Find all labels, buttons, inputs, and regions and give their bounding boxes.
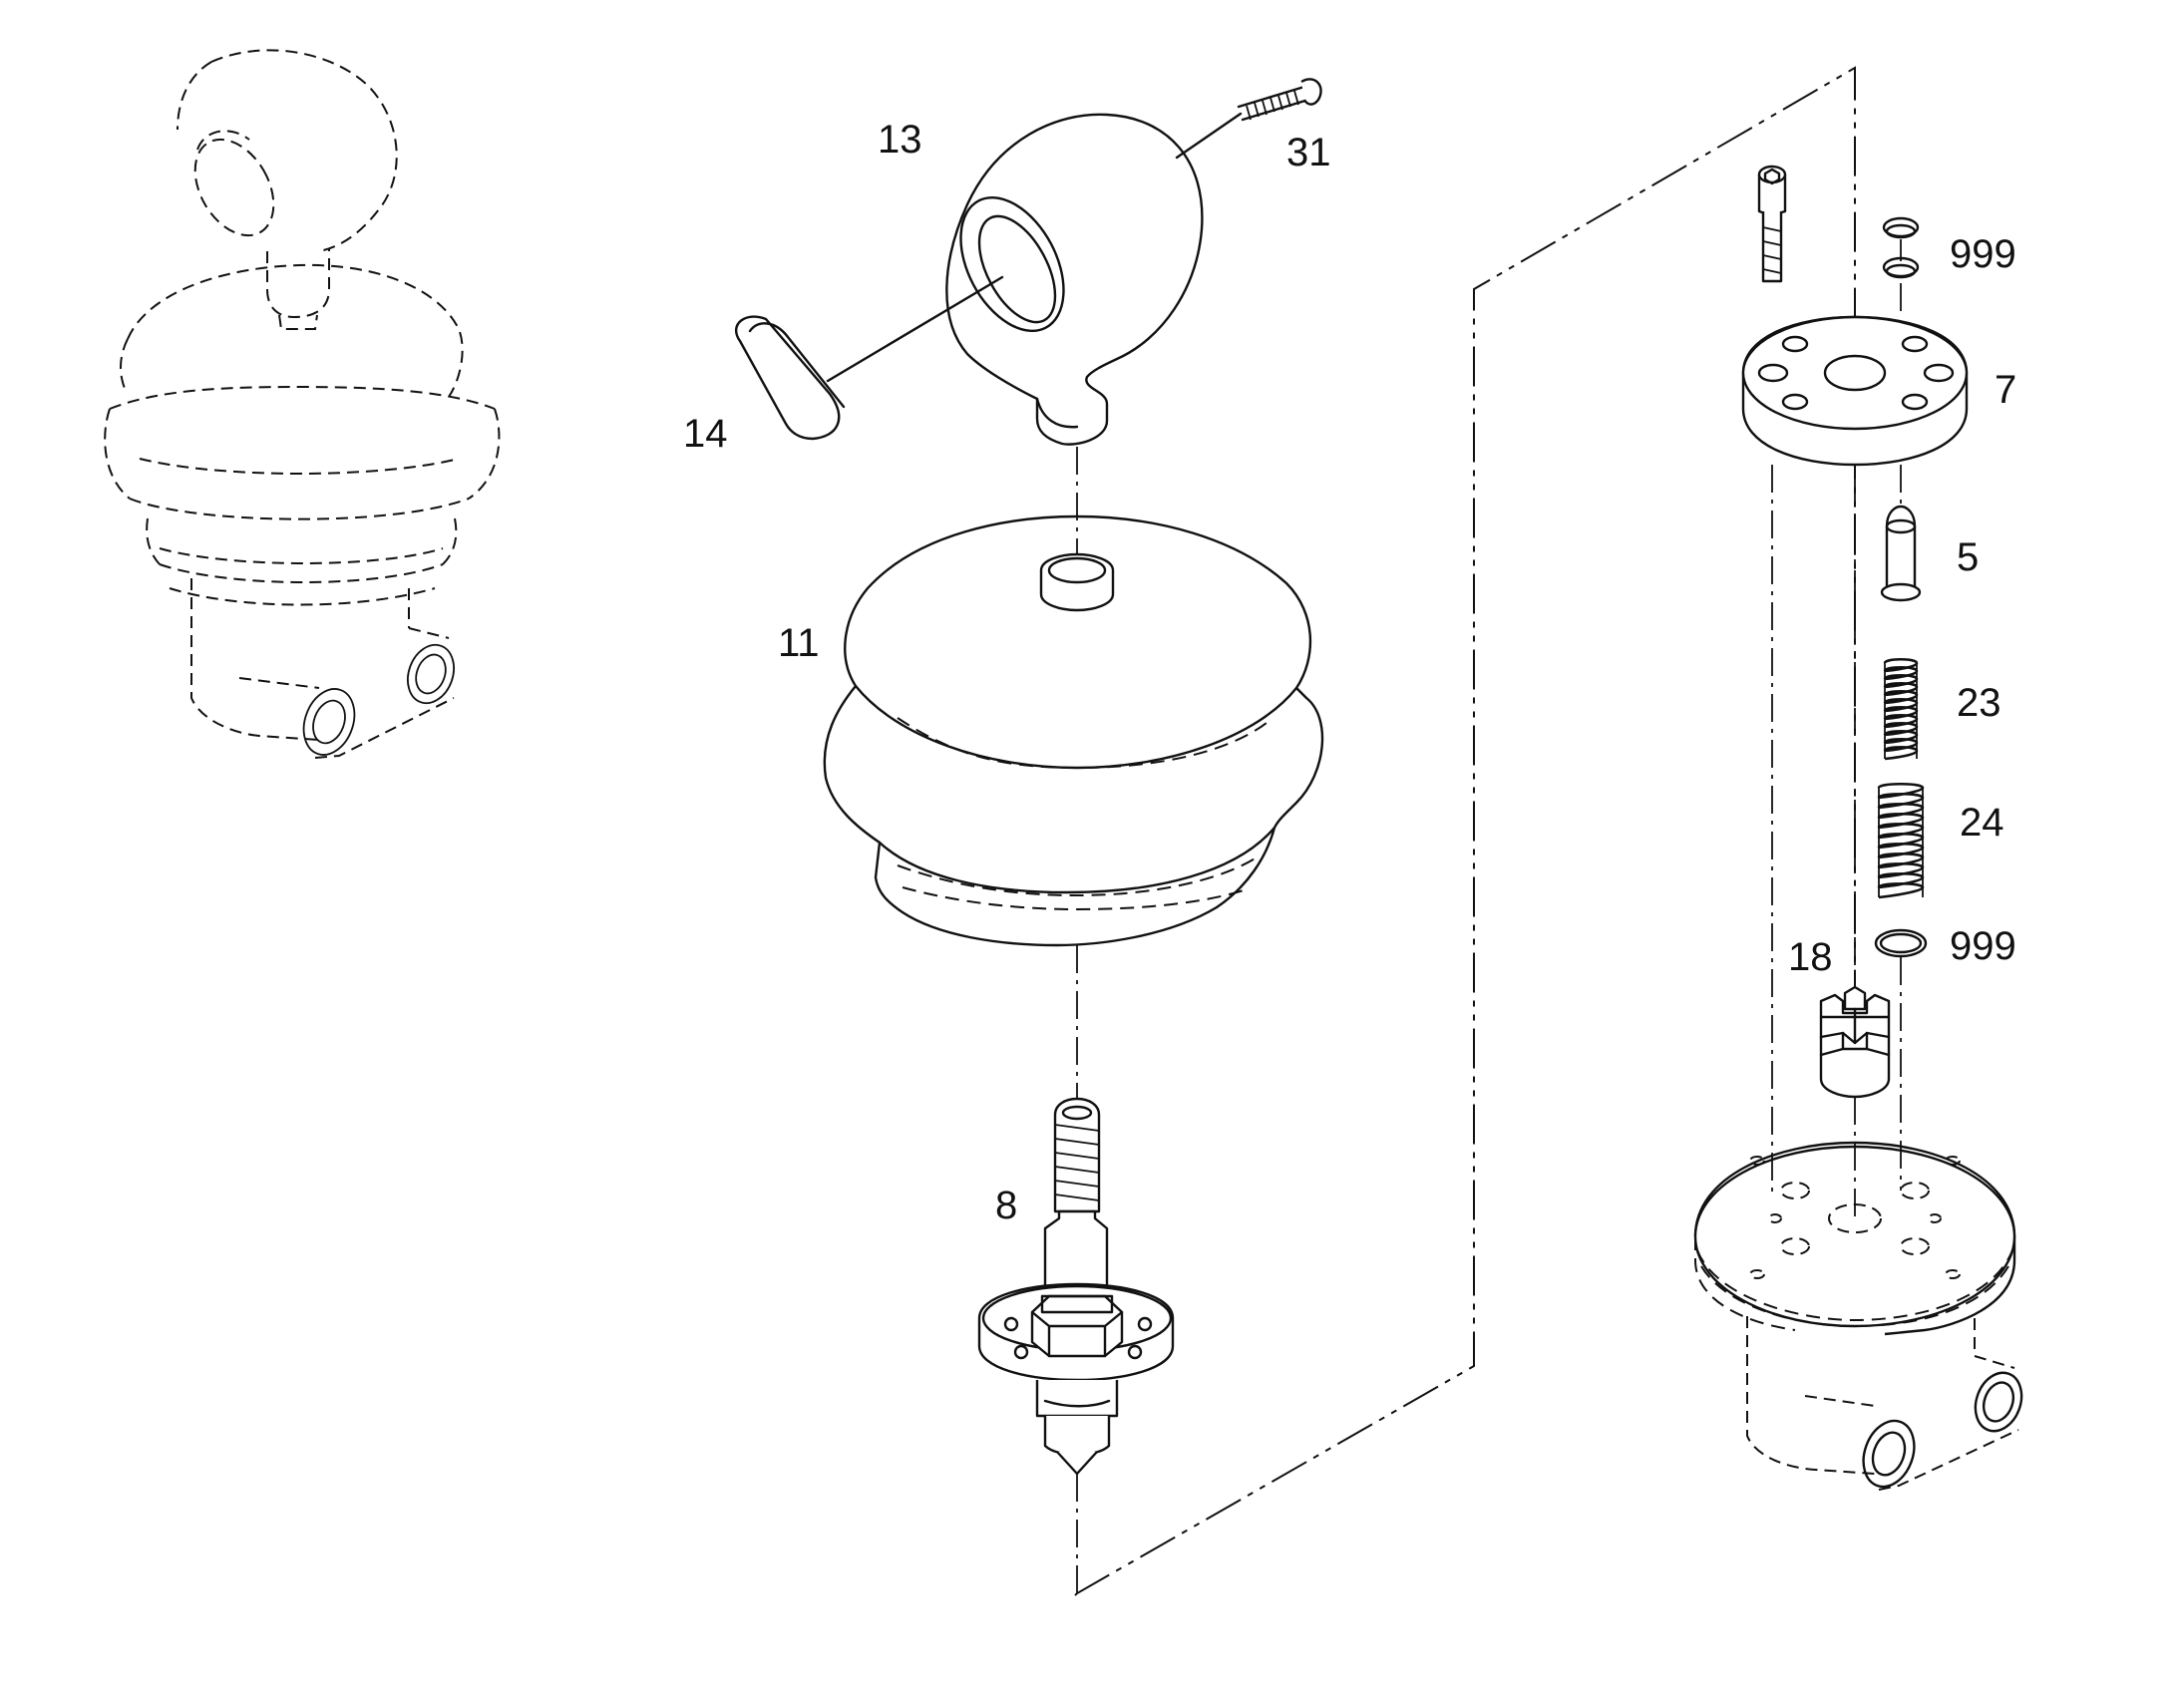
spring-part-24-coil — [1877, 782, 1925, 899]
guide-part-18 — [1819, 985, 1891, 1099]
spring-part-23-outline — [1884, 663, 1918, 759]
callout-23: 23 — [1957, 681, 2001, 725]
spring-part-24 — [1877, 782, 1925, 899]
insert-part-14 — [734, 275, 1004, 441]
callout-31: 31 — [1286, 131, 1331, 174]
callout-11: 11 — [778, 621, 820, 665]
valve-body — [1693, 1141, 2023, 1491]
plunger-part-5 — [1880, 505, 1922, 602]
plate-part-7 — [1741, 315, 1969, 467]
callout-999-bottom: 999 — [1950, 924, 2016, 968]
callout-18: 18 — [1788, 935, 1833, 979]
assembled-reference-view — [104, 49, 501, 759]
knob-part-13 — [945, 113, 1204, 446]
spring-part-24-outline — [1878, 788, 1924, 897]
boot-part-11 — [823, 514, 1324, 947]
shaft-part-8 — [977, 1097, 1175, 1476]
spring-part-23 — [1883, 657, 1919, 761]
callout-7: 7 — [1995, 368, 2016, 412]
callout-14: 14 — [683, 412, 728, 456]
callout-999-top: 999 — [1950, 232, 2016, 276]
callout-labels: 13 31 14 11 8 999 7 5 23 24 999 18 — [683, 118, 2016, 1227]
callout-24: 24 — [1960, 801, 2004, 845]
callout-8: 8 — [995, 1184, 1017, 1227]
callout-13: 13 — [878, 118, 922, 162]
spring-part-23-coil — [1883, 657, 1919, 761]
cap-screw — [1757, 165, 1787, 283]
screw-part-31 — [1175, 78, 1322, 160]
oring-part-999-bottom — [1874, 928, 1928, 958]
assembly-frame-phantom — [1074, 66, 1856, 1596]
callout-5: 5 — [1957, 535, 1979, 579]
